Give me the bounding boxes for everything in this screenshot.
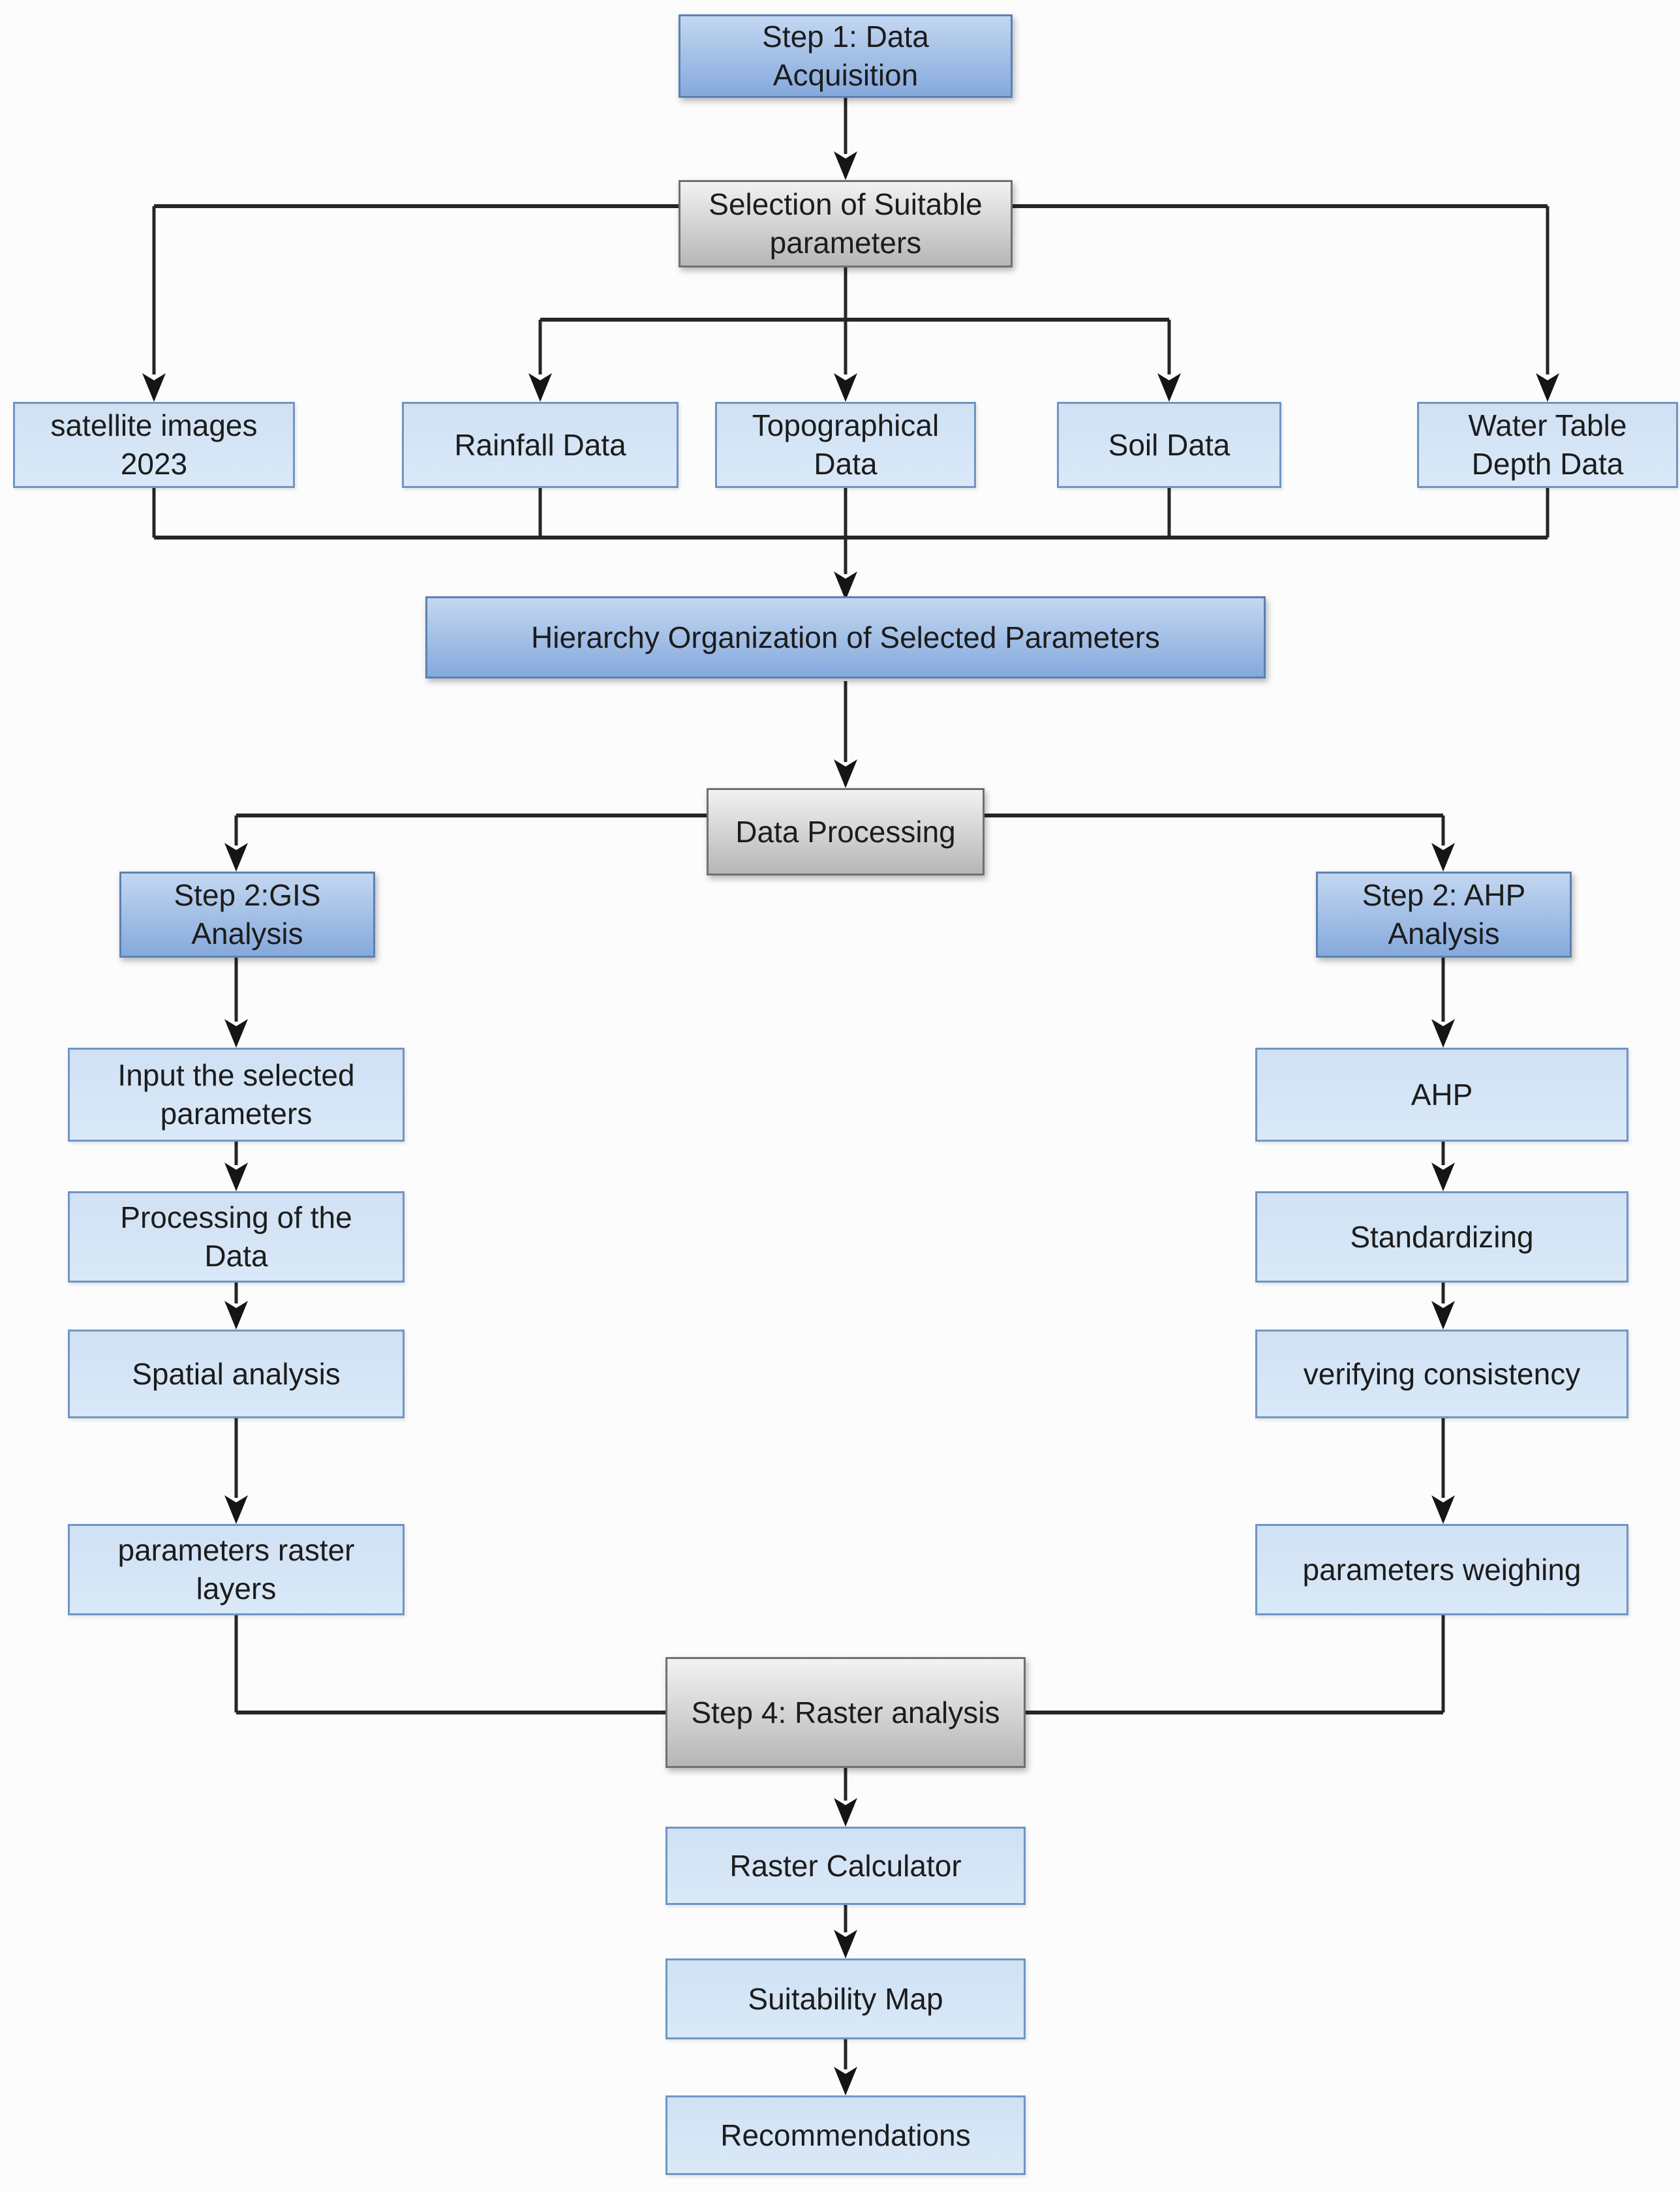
node-ahp-step-label: Step 2: AHP Analysis bbox=[1362, 878, 1526, 951]
node-spatial-analysis: Spatial analysis bbox=[68, 1330, 405, 1418]
node-topographical-data: Topographical Data bbox=[715, 402, 976, 488]
node-step1-data-acquisition: Step 1: Data Acquisition bbox=[679, 14, 1013, 98]
node-gis-step-label: Step 2:GIS Analysis bbox=[174, 878, 321, 951]
node-ahp-label: AHP bbox=[1411, 1077, 1473, 1112]
node-gis-processing-label: Processing of the Data bbox=[120, 1200, 352, 1273]
node-raster-calculator: Raster Calculator bbox=[665, 1827, 1026, 1905]
node-water-table-depth-data: Water Table Depth Data bbox=[1417, 402, 1678, 488]
node-water-table-label: Water Table Depth Data bbox=[1468, 408, 1627, 481]
node-step2-ahp-analysis: Step 2: AHP Analysis bbox=[1316, 872, 1572, 958]
node-data-processing-label: Data Processing bbox=[735, 814, 956, 849]
node-rainfall-label: Rainfall Data bbox=[454, 427, 626, 462]
node-gis-input-label: Input the selected parameters bbox=[117, 1058, 355, 1131]
node-step4-raster-analysis: Step 4: Raster analysis bbox=[665, 1657, 1026, 1768]
node-rainfall-data: Rainfall Data bbox=[402, 402, 679, 488]
node-raster-step-label: Step 4: Raster analysis bbox=[691, 1695, 1000, 1729]
node-suitability-map-label: Suitability Map bbox=[748, 1981, 943, 2016]
connector-lines-horizontal bbox=[154, 204, 1548, 1714]
node-soil-label: Soil Data bbox=[1108, 427, 1230, 462]
node-satellite-label: satellite images 2023 bbox=[50, 408, 258, 481]
node-hierarchy-organization: Hierarchy Organization of Selected Param… bbox=[425, 596, 1266, 678]
node-topographical-label: Topographical Data bbox=[752, 408, 939, 481]
node-soil-data: Soil Data bbox=[1057, 402, 1281, 488]
node-parameters-weighing: parameters weighing bbox=[1255, 1524, 1628, 1615]
node-satellite-images: satellite images 2023 bbox=[13, 402, 295, 488]
node-gis-spatial-label: Spatial analysis bbox=[132, 1356, 341, 1391]
node-ahp: AHP bbox=[1255, 1048, 1628, 1142]
node-standardizing-label: Standardizing bbox=[1350, 1219, 1534, 1254]
node-gis-raster-layers-label: parameters raster layers bbox=[117, 1533, 355, 1606]
node-standardizing: Standardizing bbox=[1255, 1191, 1628, 1283]
node-selection-label: Selection of Suitable parameters bbox=[709, 187, 983, 260]
arrowheads bbox=[142, 151, 1559, 2095]
node-recommendations: Recommendations bbox=[665, 2095, 1026, 2175]
node-parameters-raster-layers: parameters raster layers bbox=[68, 1524, 405, 1615]
node-data-processing: Data Processing bbox=[707, 788, 985, 875]
node-raster-calculator-label: Raster Calculator bbox=[729, 1848, 962, 1883]
node-recommendations-label: Recommendations bbox=[720, 2118, 971, 2152]
node-step1-label: Step 1: Data Acquisition bbox=[762, 20, 929, 92]
node-verifying-consistency-label: verifying consistency bbox=[1303, 1356, 1581, 1391]
node-selection-of-parameters: Selection of Suitable parameters bbox=[679, 180, 1013, 267]
node-hierarchy-label: Hierarchy Organization of Selected Param… bbox=[531, 620, 1160, 654]
node-input-selected-parameters: Input the selected parameters bbox=[68, 1048, 405, 1142]
node-verifying-consistency: verifying consistency bbox=[1255, 1330, 1628, 1418]
node-parameters-weighing-label: parameters weighing bbox=[1302, 1552, 1581, 1587]
node-suitability-map: Suitability Map bbox=[665, 1958, 1026, 2039]
node-step2-gis-analysis: Step 2:GIS Analysis bbox=[119, 872, 375, 958]
node-processing-of-data: Processing of the Data bbox=[68, 1191, 405, 1283]
